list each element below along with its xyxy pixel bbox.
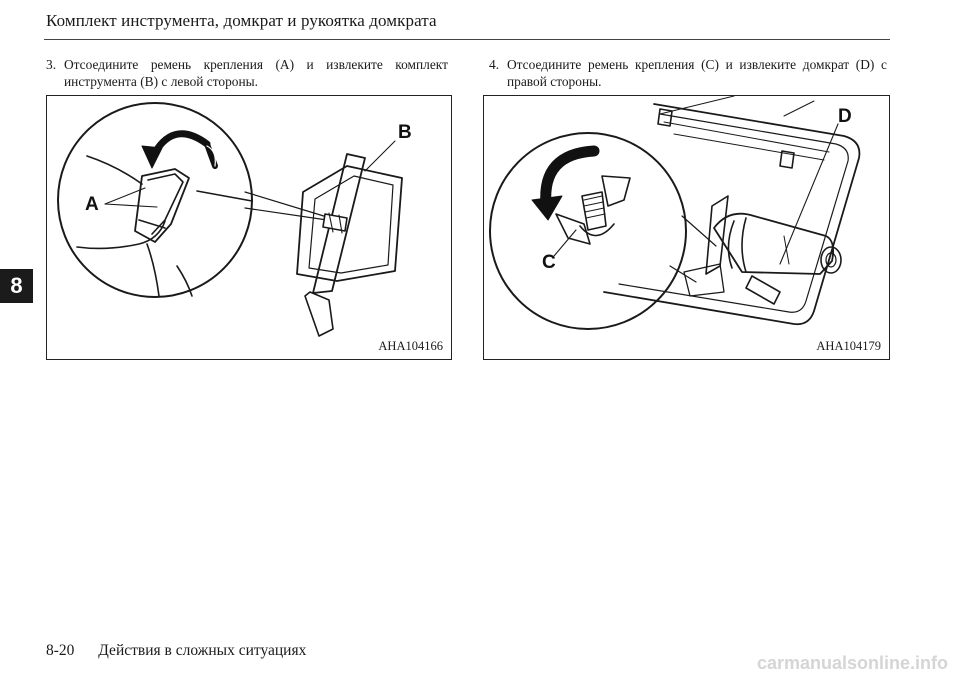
figure-jack-strap: D C AHA104179 (483, 95, 890, 360)
label-b: B (398, 122, 412, 143)
watermark: carmanualsonline.info (756, 653, 948, 673)
header-divider (44, 39, 890, 40)
jack-illustration: D C (489, 96, 861, 330)
step-number: 3. (46, 57, 57, 72)
page-footer: 8-20 Действия в сложных ситуациях (46, 642, 306, 660)
step-text: Отсоедините ремень крепления (A) и извле… (64, 57, 448, 89)
chapter-tab[interactable]: 8 (0, 269, 33, 303)
step-4: 4. Отсоедините ремень крепления (C) и из… (489, 56, 887, 90)
step-3: 3. Отсоедините ремень крепления (A) и из… (46, 56, 448, 90)
label-c: C (542, 252, 556, 273)
figure-code: AHA104166 (376, 339, 445, 354)
section-title: Действия в сложных ситуациях (98, 642, 307, 659)
label-a: A (85, 194, 99, 215)
tool-kit-illustration: A B (57, 102, 412, 337)
page-header-title: Комплект инструмента, домкрат и рукоятка… (46, 11, 437, 30)
page-number: 8-20 (46, 642, 75, 659)
step-text: Отсоедините ремень крепления (C) и извле… (507, 57, 887, 89)
figure-tool-kit-strap: A B AHA104166 (46, 95, 452, 360)
label-d: D (838, 106, 852, 127)
step-number: 4. (489, 57, 500, 72)
figure-code: AHA104179 (814, 339, 883, 354)
